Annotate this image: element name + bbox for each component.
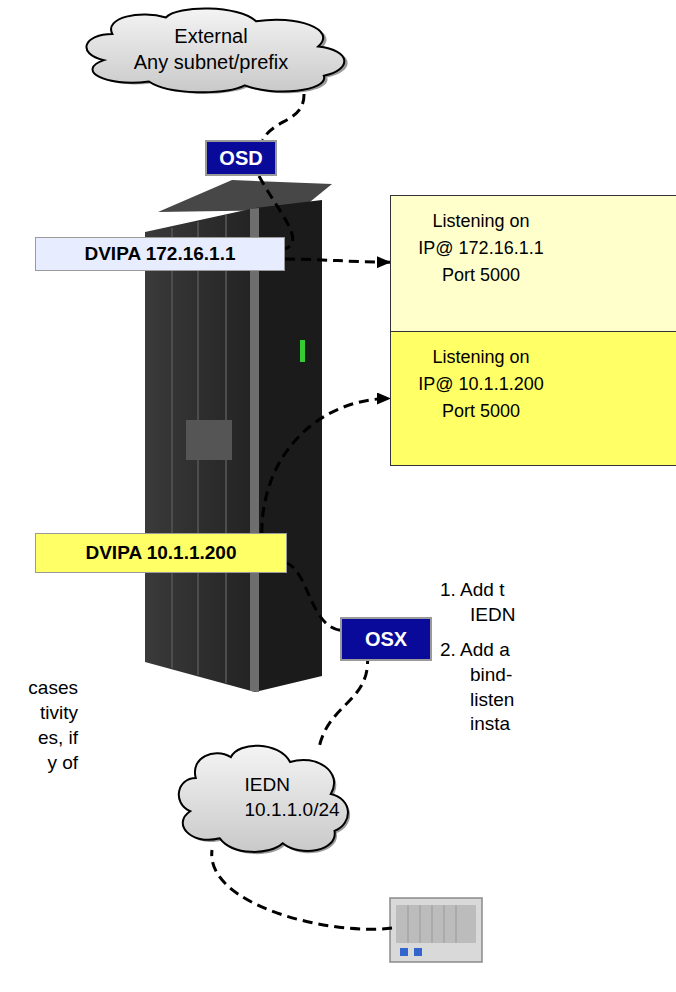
dashed-link (212, 850, 392, 929)
blade-led (414, 948, 422, 956)
note-text: 1. Add t (440, 578, 504, 602)
note-text: insta (470, 712, 510, 736)
adapter-box: OSX (340, 617, 432, 661)
blade-server (390, 898, 482, 962)
node-text: DVIPA 172.16.1.1 (84, 242, 235, 266)
mainframe-stripe (171, 228, 173, 668)
mainframe-panel (186, 420, 232, 460)
mainframe-front (145, 208, 255, 692)
node-text: Listening on IP@ 172.16.1.1 Port 5000 (417, 208, 545, 289)
node-text: Listening on IP@ 10.1.1.200 Port 5000 (417, 344, 545, 425)
dashed-connector (287, 563, 340, 630)
blade-led (400, 948, 408, 956)
note-text: IEDN (470, 603, 515, 627)
listener-box: Listening on IP@ 172.16.1.1 Port 5000 (390, 195, 676, 332)
dvipa-box: DVIPA 172.16.1.1 (35, 237, 285, 271)
node-text: IEDN 10.1.1.0/24 (245, 772, 277, 822)
mainframe-side (255, 200, 322, 692)
note-text: 2. Add a (440, 638, 510, 662)
blade-bays (396, 905, 476, 943)
listener-box: Listening on IP@ 10.1.1.200 Port 5000 (390, 331, 676, 466)
blade-slot (456, 905, 457, 943)
node-text: Any subnet/prefix (134, 49, 289, 75)
dashed-connector (263, 94, 304, 140)
adapter-box: OSD (205, 140, 277, 176)
cloud: IEDN 10.1.1.0/24 (168, 735, 353, 858)
note-text: listen (470, 688, 514, 712)
cloud-outline (70, 0, 352, 97)
note-text: bind- (470, 663, 512, 687)
note-text: y of (47, 751, 78, 775)
node-text: DVIPA 10.1.1.200 (85, 541, 236, 565)
cloud-shape (179, 746, 348, 852)
blade-slot (432, 905, 433, 943)
node-text: External (174, 23, 247, 49)
dashed-connector (262, 399, 390, 534)
dashed-connector (320, 661, 368, 745)
note-text: tivity (40, 701, 78, 725)
note-text: es, if (38, 726, 78, 750)
dvipa-box: DVIPA 10.1.1.200 (35, 533, 287, 573)
node-text: OSX (365, 627, 407, 651)
dashed-connector (285, 259, 390, 262)
node-text: OSD (219, 146, 262, 170)
note-text: cases (28, 676, 78, 700)
cloud-outline (168, 735, 353, 858)
mainframe-edge (250, 208, 259, 692)
blade-slot (420, 905, 421, 943)
blade-slot (408, 905, 409, 943)
blade-slot (444, 905, 445, 943)
cloud: ExternalAny subnet/prefix (70, 0, 352, 97)
mainframe-light (300, 340, 305, 362)
cloud-shape (86, 8, 344, 92)
